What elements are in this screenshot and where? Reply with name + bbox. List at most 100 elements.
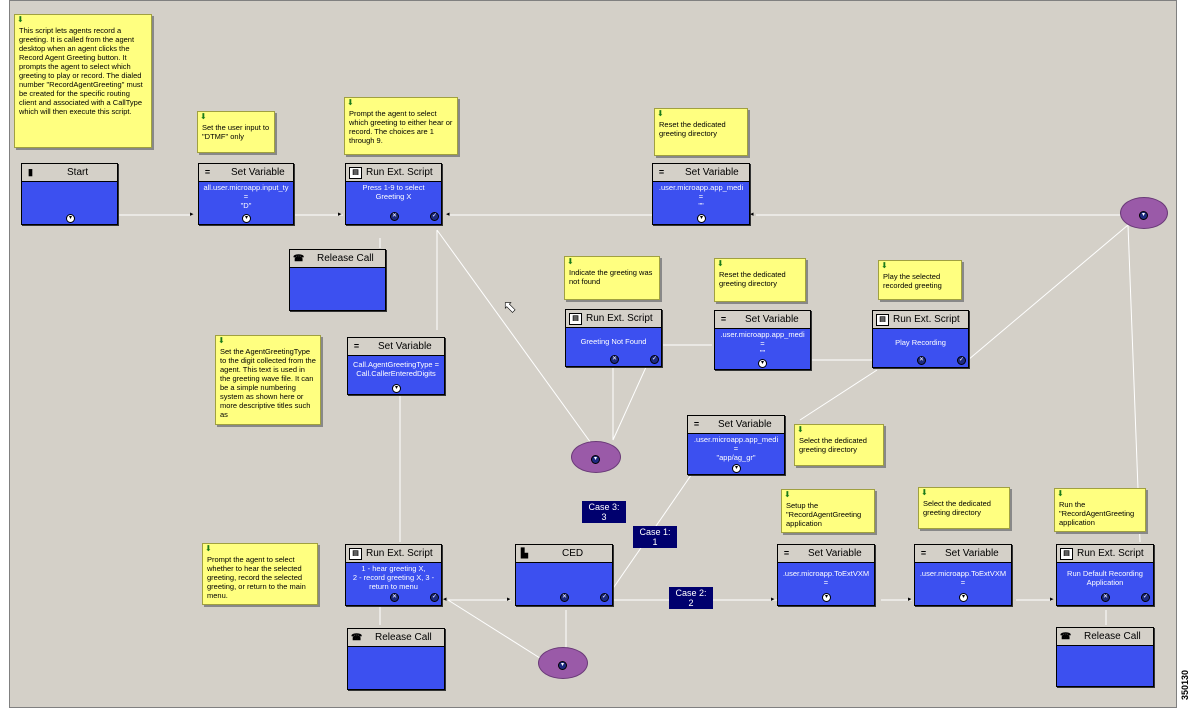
end-terminal[interactable]: ▾	[1139, 211, 1148, 220]
node-title: Set Variable	[945, 548, 999, 559]
input-port[interactable]: ▸	[908, 596, 912, 603]
comment-note[interactable]: ⬇Set the AgentGreetingType to the digit …	[215, 335, 321, 425]
equals-icon: =	[693, 419, 700, 429]
comment-note[interactable]: ⬇Reset the dedicated greeting directory	[714, 258, 806, 302]
node-body: .user.microapp.app_medi = ""	[658, 183, 744, 210]
node-body: Play Recording	[895, 338, 946, 347]
pin-icon: ⬇	[797, 425, 804, 434]
comment-note[interactable]: ⬇ Reset the dedicated greeting directory	[654, 108, 748, 156]
node-body: .user.microapp.app_medi = ""	[720, 330, 805, 357]
run-ext-script-node[interactable]: ▤Run Ext. Script 1 - hear greeting X, 2 …	[345, 544, 442, 606]
success-terminal[interactable]: ✓	[650, 355, 659, 364]
release-call-node[interactable]: ☎Release Call	[347, 628, 445, 690]
set-variable-node[interactable]: =Set Variable .user.microapp.ToExtVXM = …	[914, 544, 1012, 606]
mouse-cursor-icon: ⬉	[503, 299, 517, 317]
set-variable-node[interactable]: =Set Variable Call.AgentGreetingType = C…	[347, 337, 445, 395]
pin-icon: ⬇	[657, 109, 664, 118]
run-ext-script-node[interactable]: ▤Run Ext. Script Greeting Not Found ✕ ✓	[565, 309, 662, 367]
output-terminal[interactable]: ▾	[732, 464, 741, 473]
release-call-node[interactable]: ☎Release Call	[289, 249, 386, 311]
failure-terminal[interactable]: ✕	[390, 593, 399, 602]
set-variable-node[interactable]: = Set Variable .user.microapp.app_medi = …	[652, 163, 750, 225]
ced-node[interactable]: ▙CED ✕ ✓	[515, 544, 613, 606]
comment-note[interactable]: ⬇Prompt the agent to select which greeti…	[344, 97, 458, 155]
node-title: Run Ext. Script	[366, 167, 433, 178]
output-terminal[interactable]: ▾	[697, 214, 706, 223]
node-title: Set Variable	[745, 314, 799, 325]
end-node[interactable]: ▾	[1120, 197, 1168, 229]
input-port[interactable]: ◂	[446, 211, 450, 218]
figure-id: 350130	[1180, 669, 1190, 700]
comment-note[interactable]: ⬇This script lets agents record a greeti…	[14, 14, 152, 148]
output-terminal[interactable]: ▾	[242, 214, 251, 223]
node-title: Run Ext. Script	[366, 548, 433, 559]
set-variable-node[interactable]: =Set Variable all.user.microapp.input_ty…	[198, 163, 294, 225]
node-title: Release Call	[375, 632, 432, 643]
equals-icon: =	[658, 167, 665, 177]
success-terminal[interactable]: ✓	[600, 593, 609, 602]
run-ext-script-node[interactable]: ▤Run Ext. Script Run Default Recording A…	[1056, 544, 1154, 606]
input-port[interactable]: ◂	[443, 596, 447, 603]
failure-terminal[interactable]: ✕	[610, 355, 619, 364]
node-body: all.user.microapp.input_ty = "D"	[203, 183, 289, 210]
set-variable-node[interactable]: =Set Variable .user.microapp.app_medi = …	[687, 415, 785, 475]
output-terminal[interactable]: ▾	[392, 384, 401, 393]
note-text: Set the AgentGreetingType to the digit c…	[220, 347, 316, 419]
input-port[interactable]: ▸	[507, 596, 511, 603]
node-body: .user.microapp.ToExtVXM =	[782, 569, 870, 587]
node-title: CED	[562, 548, 584, 559]
comment-note[interactable]: ⬇Set the user input to "DTMF" only	[197, 111, 275, 153]
end-terminal[interactable]: ▾	[591, 455, 600, 464]
success-terminal[interactable]: ✓	[430, 593, 439, 602]
note-text: Reset the dedicated greeting directory	[659, 120, 726, 138]
success-terminal[interactable]: ✓	[430, 212, 439, 221]
comment-note[interactable]: ⬇ Select the dedicated greeting directory	[794, 424, 884, 466]
note-text: Select the dedicated greeting directory	[799, 436, 867, 454]
comment-note[interactable]: ⬇Run the "RecordAgentGreeting applicatio…	[1054, 488, 1146, 532]
failure-terminal[interactable]: ✕	[560, 593, 569, 602]
comment-note[interactable]: ⬇Setup the "RecordAgentGreeting applicat…	[781, 489, 875, 533]
equals-icon: =	[920, 548, 927, 558]
success-terminal[interactable]: ✓	[1141, 593, 1150, 602]
input-port[interactable]: ▸	[338, 211, 342, 218]
input-port[interactable]: ▸	[190, 211, 194, 218]
output-terminal[interactable]: ▾	[822, 593, 831, 602]
equals-icon: =	[720, 314, 727, 324]
input-port[interactable]: ▸	[771, 596, 775, 603]
failure-terminal[interactable]: ✕	[1101, 593, 1110, 602]
phone-icon: ☎	[1060, 631, 1072, 641]
start-node[interactable]: ▮Start ▾	[21, 163, 118, 225]
end-node[interactable]: ▾	[538, 647, 588, 679]
input-port[interactable]: ▸	[1050, 596, 1054, 603]
end-node[interactable]: ▾	[571, 441, 621, 473]
output-terminal[interactable]: ▾	[66, 214, 75, 223]
equals-icon: =	[783, 548, 790, 558]
case-1-label: Case 1: 1	[633, 526, 677, 548]
run-ext-script-node[interactable]: ▤ Run Ext. Script Press 1-9 to select Gre…	[345, 163, 442, 225]
node-title: Start	[67, 167, 89, 178]
comment-note[interactable]: ⬇Prompt the agent to select whether to h…	[202, 543, 318, 605]
run-ext-script-node[interactable]: ▤Run Ext. Script Play Recording ✕ ✓	[872, 310, 969, 368]
success-terminal[interactable]: ✓	[957, 356, 966, 365]
failure-terminal[interactable]: ✕	[390, 212, 399, 221]
failure-terminal[interactable]: ✕	[917, 356, 926, 365]
end-terminal[interactable]: ▾	[558, 661, 567, 670]
case-2-label: Case 2: 2	[669, 587, 713, 609]
equals-icon: =	[353, 341, 360, 351]
output-terminal[interactable]: ▾	[758, 359, 767, 368]
comment-note[interactable]: ⬇Select the dedicated greeting directory	[918, 487, 1010, 529]
node-body: Press 1-9 to select Greeting X	[362, 183, 425, 201]
node-title: Set Variable	[685, 167, 739, 178]
set-variable-node[interactable]: =Set Variable .user.microapp.ToExtVXM = …	[777, 544, 875, 606]
note-text: Play the selected recorded greeting	[883, 272, 942, 290]
script-icon: ▤	[349, 167, 362, 179]
pin-icon: ⬇	[921, 488, 928, 497]
release-call-node[interactable]: ☎Release Call	[1056, 627, 1154, 687]
note-text: Run the "RecordAgentGreeting application	[1059, 500, 1135, 527]
set-variable-node[interactable]: = Set Variable .user.microapp.app_medi = …	[714, 310, 811, 370]
comment-note[interactable]: ⬇Indicate the greeting was not found	[564, 256, 660, 300]
comment-note[interactable]: ⬇Play the selected recorded greeting	[878, 260, 962, 300]
output-terminal[interactable]: ▾	[959, 593, 968, 602]
input-port[interactable]: ◂	[750, 211, 754, 218]
node-body: Call.AgentGreetingType = Call.CallerEnte…	[352, 360, 440, 378]
